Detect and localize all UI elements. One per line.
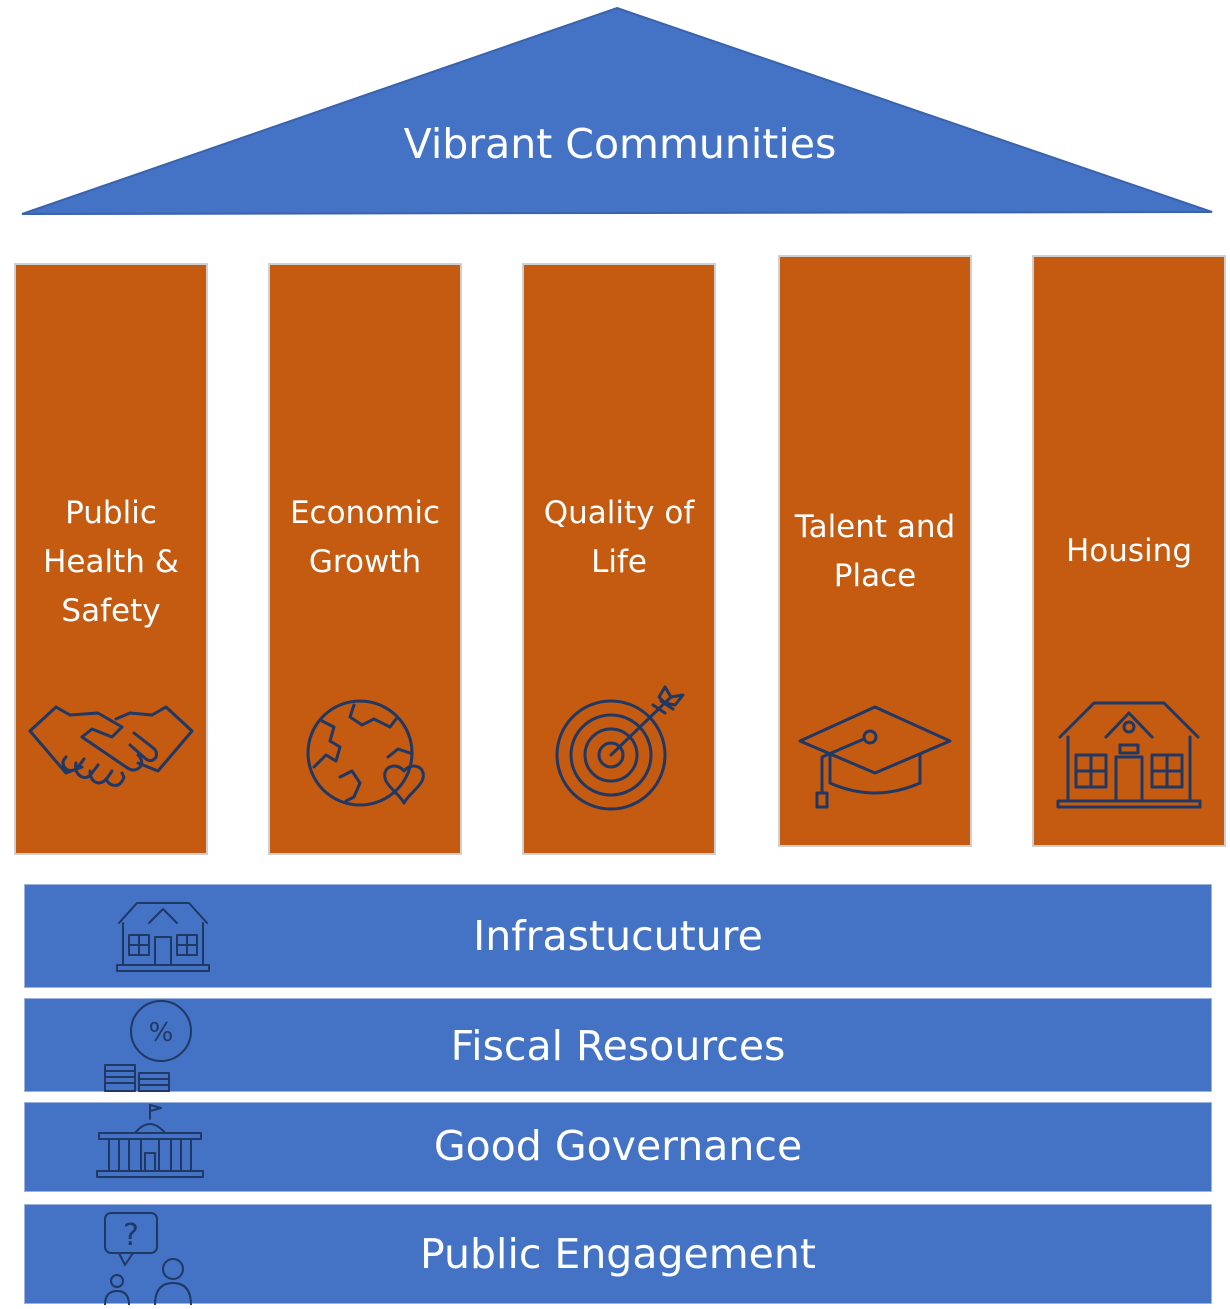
foundation-fiscal-resources: % Fiscal Resources	[24, 998, 1212, 1092]
band-label: Good Governance	[433, 1122, 803, 1170]
foundation-infrastructure: Infrastucuture	[24, 884, 1212, 988]
foundation-public-engagement: ? Public Engagement	[24, 1204, 1212, 1306]
pillar-economic-growth: Economic Growth	[268, 263, 462, 855]
globe-heart-icon	[270, 697, 460, 817]
pillar-label: Economic Growth	[289, 495, 441, 580]
roof-pediment	[21, 6, 1213, 215]
question-people-icon: ?	[101, 1209, 201, 1309]
band-label: Infrastucuture	[473, 912, 763, 960]
graduation-cap-icon	[780, 699, 970, 819]
pillar-label: Housing	[1065, 533, 1192, 569]
pillar-public-health-safety: Public Health & Safety	[14, 263, 208, 855]
band-label: Fiscal Resources	[450, 1022, 786, 1070]
pillar-quality-of-life: Quality of Life	[522, 263, 716, 855]
pillar-talent-and-place: Talent and Place	[778, 255, 972, 847]
roof-title: Vibrant Communities	[403, 120, 837, 168]
svg-text:?: ?	[123, 1218, 139, 1253]
government-building-icon	[95, 1103, 205, 1183]
house-icon	[1034, 693, 1224, 813]
pillar-housing: Housing	[1032, 255, 1226, 847]
pillar-label: Talent and Place	[794, 509, 956, 594]
band-label: Public Engagement	[420, 1230, 816, 1278]
foundation-good-governance: Good Governance	[24, 1102, 1212, 1192]
pillar-label: Public Health & Safety	[43, 495, 179, 629]
handshake-icon	[16, 693, 206, 793]
pillar-label: Quality of Life	[543, 495, 695, 580]
coins-percent-icon: %	[101, 999, 201, 1097]
building-icon	[115, 897, 211, 977]
target-arrow-icon	[524, 683, 714, 813]
svg-text:%: %	[149, 1018, 174, 1048]
